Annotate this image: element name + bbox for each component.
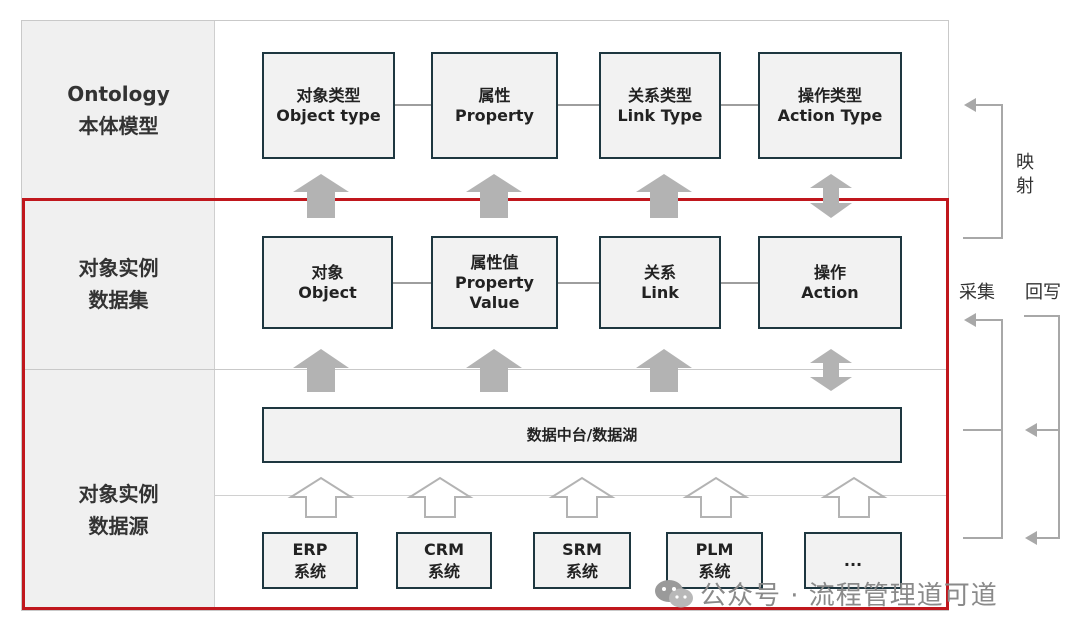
- platform-label: 数据中台/数据湖: [526, 426, 638, 444]
- row-label-line: 数据源: [88, 514, 149, 538]
- box-text-line: 属性值: [470, 252, 519, 272]
- row-label-instance-source: 对象实例 数据源: [22, 410, 215, 610]
- up-arrow-icon: [293, 349, 349, 392]
- instance-box-property-value: 属性值 Property Value: [431, 236, 558, 329]
- system-ellipsis: ...: [843, 550, 863, 570]
- outline-up-arrow-icon: [287, 476, 355, 518]
- row-label-line: 数据集: [88, 288, 149, 312]
- system-suffix: 系统: [293, 561, 326, 581]
- system-name: SRM: [562, 539, 602, 559]
- instance-connector: [391, 282, 433, 284]
- box-text-line: Object: [298, 282, 357, 302]
- system-suffix: 系统: [565, 561, 598, 581]
- mapping-char: 射: [1016, 176, 1034, 197]
- box-text-en: Action Type: [777, 105, 883, 125]
- ontology-connector: [719, 104, 760, 106]
- writeback-label: 回写: [1025, 282, 1061, 303]
- box-text-line: 对象: [311, 262, 344, 282]
- double-arrow-icon: [810, 349, 852, 391]
- outline-up-arrow-icon: [682, 476, 750, 518]
- box-text-line: Link: [641, 282, 679, 302]
- mapping-label: 映 射: [1016, 151, 1034, 199]
- box-text-cn: 关系类型: [627, 85, 692, 105]
- box-text-line: 关系: [643, 262, 676, 282]
- box-text-line: Action: [801, 282, 859, 302]
- up-arrow-icon: [636, 349, 692, 392]
- row-label-column: [22, 21, 215, 610]
- arrowhead-left-icon: [1025, 423, 1037, 437]
- instance-connector: [556, 282, 601, 284]
- up-arrow-icon: [636, 174, 692, 218]
- row-label-ontology: Ontology 本体模型: [22, 21, 215, 199]
- ontology-box-object-type: 对象类型 Object type: [262, 52, 395, 159]
- instance-box-action: 操作 Action: [758, 236, 902, 329]
- system-box-erp: ERP 系统: [262, 532, 358, 589]
- ontology-box-link-type: 关系类型 Link Type: [599, 52, 721, 159]
- box-text-en: Link Type: [617, 105, 703, 125]
- box-text-cn: 对象类型: [296, 85, 361, 105]
- up-arrow-icon: [466, 174, 522, 218]
- instance-connector: [719, 282, 760, 284]
- mapping-bracket: [963, 104, 1003, 239]
- system-name: CRM: [424, 539, 464, 559]
- arrowhead-left-icon: [964, 98, 976, 112]
- row-label-line: Ontology: [67, 82, 170, 106]
- box-text-line: 操作: [813, 262, 846, 282]
- box-text-en: Object type: [276, 105, 381, 125]
- box-text-cn: 属性: [478, 85, 511, 105]
- row-label-instance-dataset: 对象实例 数据集: [22, 199, 215, 369]
- instance-box-object: 对象 Object: [262, 236, 393, 329]
- box-text-cn: 操作类型: [797, 85, 862, 105]
- outline-up-arrow-icon: [548, 476, 616, 518]
- outline-up-arrow-icon: [820, 476, 888, 518]
- mapping-char: 映: [1016, 152, 1034, 173]
- writeback-bracket: [1024, 315, 1060, 539]
- system-box-more: ...: [804, 532, 902, 589]
- up-arrow-icon: [293, 174, 349, 218]
- up-arrow-icon: [466, 349, 522, 392]
- side-brackets: [963, 104, 1060, 539]
- system-name: PLM: [695, 539, 734, 559]
- ontology-connector: [556, 104, 601, 106]
- data-platform-bar: 数据中台/数据湖: [262, 407, 902, 463]
- system-box-plm: PLM 系统: [666, 532, 763, 589]
- watermark-text: 公众号 · 流程管理道可道: [700, 581, 998, 611]
- collect-label: 采集: [959, 282, 995, 303]
- arrowhead-left-icon: [1025, 531, 1037, 545]
- box-text-en: Property: [455, 105, 534, 125]
- outline-up-arrow-icon: [406, 476, 474, 518]
- ontology-box-property: 属性 Property: [431, 52, 558, 159]
- source-arrows: [287, 476, 888, 518]
- row-label-line: 对象实例: [78, 482, 159, 506]
- box-text-line: Value: [469, 292, 520, 312]
- system-suffix: 系统: [698, 561, 731, 581]
- bracket-arrowheads: [964, 98, 1037, 545]
- ontology-connector: [393, 104, 433, 106]
- row-label-line: 本体模型: [78, 114, 159, 138]
- watermark: 公众号 · 流程管理道可道: [654, 575, 998, 612]
- row-label-line: 对象实例: [78, 256, 159, 280]
- double-arrow-icon: [810, 174, 852, 218]
- box-text-line: Property: [455, 272, 534, 292]
- instance-box-link: 关系 Link: [599, 236, 721, 329]
- system-name: ERP: [292, 539, 328, 559]
- system-suffix: 系统: [427, 561, 460, 581]
- system-box-srm: SRM 系统: [533, 532, 631, 589]
- ontology-box-action-type: 操作类型 Action Type: [758, 52, 902, 159]
- layer-arrows: [293, 174, 852, 392]
- arrowhead-left-icon: [964, 313, 976, 327]
- system-box-crm: CRM 系统: [396, 532, 492, 589]
- wechat-icon: [655, 579, 693, 607]
